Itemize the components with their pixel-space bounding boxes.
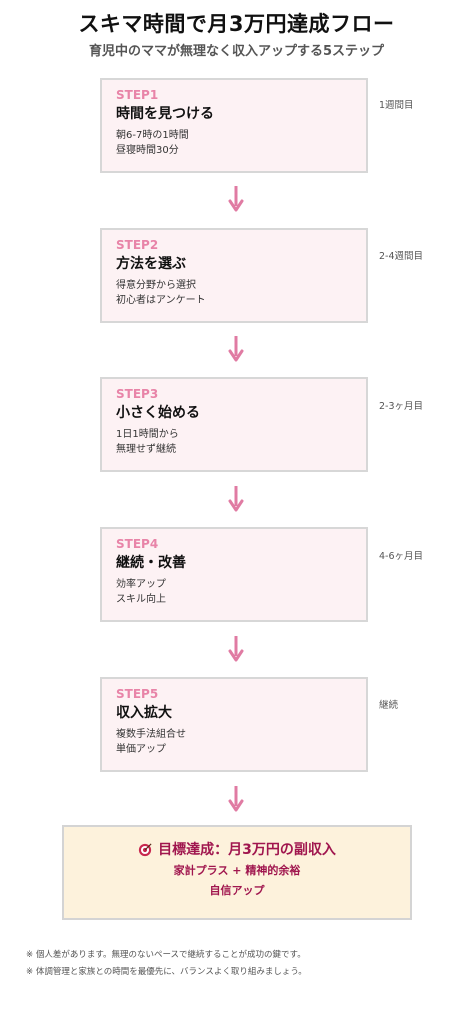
step-title: 方法を選ぶ: [116, 256, 186, 272]
step-label: STEP4: [116, 537, 159, 551]
step-detail-line: 効率アップ: [116, 579, 166, 590]
goal-main-text: 目標達成：月3万円の副収入: [158, 842, 336, 858]
step-box-2: STEP2 方法を選ぶ 得意分野から選択 初心者はアンケート: [100, 228, 368, 323]
step-box-1: STEP1 時間を見つける 朝6-7時の1時間 昼寝時間30分: [100, 78, 368, 173]
step-label: STEP5: [116, 687, 159, 701]
down-arrow-icon: [228, 186, 244, 212]
step-detail-line: 朝6-7時の1時間: [116, 130, 189, 141]
step-detail-line: 初心者はアンケート: [116, 295, 206, 306]
down-arrow-icon: [228, 786, 244, 812]
footnote: ※ 個人差があります。無理のないペースで継続することが成功の鍵です。: [26, 950, 306, 960]
step-detail-line: 単価アップ: [116, 744, 166, 755]
goal-headline: 目標達成：月3万円の副収入: [138, 840, 336, 860]
step-details: 朝6-7時の1時間 昼寝時間30分: [116, 128, 352, 158]
step-detail-line: 複数手法組合せ: [116, 729, 186, 740]
step-label: STEP2: [116, 238, 159, 252]
down-arrow-icon: [228, 336, 244, 362]
target-icon: [139, 843, 152, 857]
step-details: 複数手法組合せ 単価アップ: [116, 727, 352, 757]
down-arrow-icon: [228, 636, 244, 662]
step-title: 時間を見つける: [116, 106, 214, 122]
page-subtitle: 育児中のママが無理なく収入アップする5ステップ: [88, 44, 385, 59]
step-details: 1日1時間から 無理せず継続: [116, 427, 352, 457]
step-box-4: STEP4 継続・改善 効率アップ スキル向上: [100, 527, 368, 622]
goal-benefit-line: 家計プラス + 精神的余裕: [173, 864, 301, 877]
step-duration-3: 2-3ヶ月目: [379, 401, 424, 412]
step-detail-line: 1日1時間から: [116, 429, 179, 440]
step-box-3: STEP3 小さく始める 1日1時間から 無理せず継続: [100, 377, 368, 472]
step-duration-2: 2-4週間目: [379, 251, 424, 262]
step-duration-4: 4-6ヶ月目: [379, 551, 424, 562]
step-label: STEP3: [116, 387, 159, 401]
step-detail-line: 無理せず継続: [116, 444, 176, 455]
page-title: スキマ時間で月3万円達成フロー: [78, 12, 395, 36]
goal-box: 目標達成：月3万円の副収入 家計プラス + 精神的余裕 自信アップ: [62, 825, 412, 920]
step-detail-line: 得意分野から選択: [116, 280, 196, 291]
step-box-5: STEP5 収入拡大 複数手法組合せ 単価アップ: [100, 677, 368, 772]
step-duration-1: 1週間目: [379, 100, 414, 111]
step-duration-5: 継続: [379, 700, 399, 711]
step-details: 効率アップ スキル向上: [116, 577, 352, 607]
footnote: ※ 体調管理と家族との時間を最優先に、バランスよく取り組みましょう。: [26, 967, 307, 977]
step-label: STEP1: [116, 88, 159, 102]
step-title: 継続・改善: [116, 555, 186, 571]
goal-benefit-line: 自信アップ: [209, 884, 265, 897]
step-detail-line: 昼寝時間30分: [116, 145, 179, 156]
down-arrow-icon: [228, 486, 244, 512]
step-title: 収入拡大: [116, 705, 172, 721]
step-title: 小さく始める: [116, 405, 200, 421]
step-detail-line: スキル向上: [116, 594, 166, 605]
step-details: 得意分野から選択 初心者はアンケート: [116, 278, 352, 308]
